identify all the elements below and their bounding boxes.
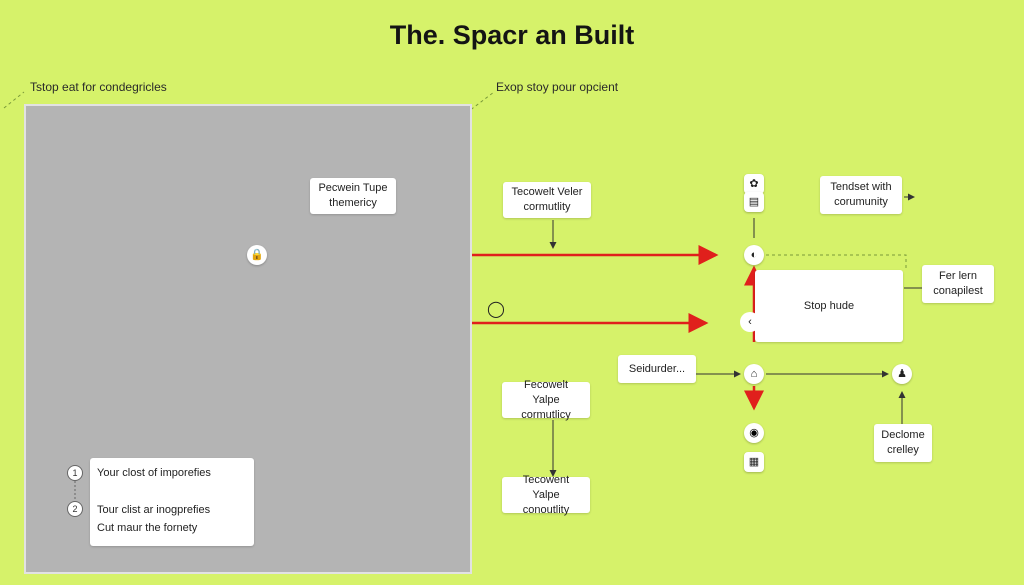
stop-hude-label: Stop hude	[803, 299, 855, 312]
tecowent-box[interactable]: Tecowent Yalpe conoutlity	[502, 474, 590, 516]
fer-lern-line1: Fer lern	[939, 270, 977, 282]
tecowelt-line1: Tecowelt Veler	[511, 186, 583, 198]
list-footer-text: Cut maur the fornety	[97, 522, 198, 534]
sender-label: Seidurder...	[628, 362, 686, 375]
left-section-label: Tstop eat for condegricles	[30, 80, 167, 94]
fer-lern-line2: conapilest	[933, 285, 983, 297]
declome-line1: Declome	[881, 429, 925, 441]
fecowelt-line1: Fecowelt Yalpe	[523, 378, 569, 406]
bowl-icon[interactable]: ◐	[744, 245, 764, 265]
tecowent-line1: Tecowent Yalpe	[522, 473, 570, 501]
declome-line2: crelley	[887, 444, 919, 456]
dashed-connector-right	[766, 254, 907, 270]
dashed-guide-left	[3, 91, 25, 109]
tecowent-line2: conoutlity	[522, 503, 570, 516]
list-number-2: 2	[67, 501, 83, 517]
stop-hude-box[interactable]: Stop hude	[755, 270, 903, 342]
right-section-label: Exop stoy pour opcient	[496, 80, 619, 94]
record-icon[interactable]: ◉	[744, 423, 764, 443]
page-title: The. Spacr an Built	[389, 20, 635, 50]
list-number-1: 1	[67, 465, 83, 481]
list-item-1-text: Your clost of imporefies	[97, 467, 211, 479]
tendset-box[interactable]: Tendset with corumunity	[820, 176, 902, 214]
balloon-icon: ◯	[487, 301, 505, 318]
fer-lern-box[interactable]: Fer lern conapilest	[922, 265, 994, 303]
house-icon[interactable]: ⌂	[744, 364, 764, 384]
declome-box[interactable]: Declome crelley	[874, 424, 932, 462]
fecowelt-line2: cormutlicy	[521, 408, 571, 421]
document-icon[interactable]: ▤	[744, 192, 764, 212]
pecwein-box[interactable]: Pecwein Tupe themericy	[310, 178, 396, 214]
tendset-line1: Tendset with	[830, 181, 892, 193]
brain-icon[interactable]: ✿	[744, 174, 764, 194]
list-item-2-text: Tour clist ar inogprefies	[97, 504, 211, 516]
pecwein-line2: themericy	[329, 197, 377, 209]
list-card: Your clost of imporefies Tour clist ar i…	[90, 458, 254, 546]
person-icon[interactable]: ♟	[892, 364, 912, 384]
tecowelt-box[interactable]: Tecowelt Veler cormutlity	[503, 182, 591, 218]
pecwein-line1: Pecwein Tupe	[318, 182, 388, 194]
tecowelt-line2: cormutlity	[523, 201, 571, 213]
tendset-line2: corumunity	[834, 196, 888, 208]
list-number-connector	[74, 481, 76, 500]
grid-icon[interactable]: ▦	[744, 452, 764, 472]
chevron-left-icon[interactable]: ‹	[740, 312, 760, 332]
sender-box[interactable]: Seidurder...	[618, 355, 696, 383]
fecowelt-box[interactable]: Fecowelt Yalpe cormutlicy	[502, 379, 590, 421]
lock-icon[interactable]: 🔒	[247, 245, 267, 265]
